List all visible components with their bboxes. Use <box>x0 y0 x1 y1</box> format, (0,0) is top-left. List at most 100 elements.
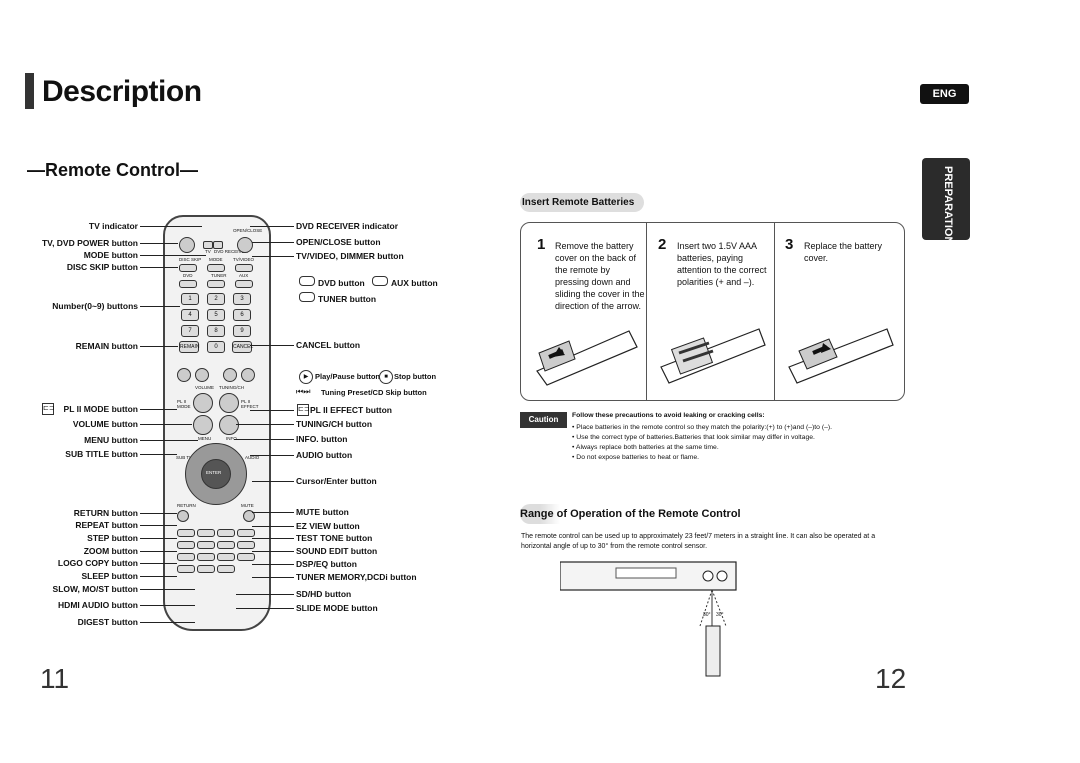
cancel-key: CANCEL <box>232 341 253 353</box>
slide-mode-key <box>217 565 235 573</box>
section-tab: PREPARATION <box>922 158 970 244</box>
remote-label: CANCEL button <box>296 340 361 350</box>
remote-label: PL II EFFECT button <box>310 405 392 415</box>
leader-line <box>252 481 294 482</box>
remain-key: REMAIN <box>179 341 199 353</box>
step-number: 1 <box>537 236 546 253</box>
divider <box>774 223 775 400</box>
step-key <box>237 529 255 537</box>
hdmi-audio-key <box>197 565 215 573</box>
leader-line <box>140 454 177 455</box>
remote-label: EZ VIEW button <box>296 521 360 531</box>
tuning-up-icon <box>219 393 239 413</box>
stop-icon <box>195 368 209 382</box>
leader-line <box>252 564 294 565</box>
mute-key-label: MUTE <box>241 503 254 508</box>
info-key-label: INFO <box>226 436 237 441</box>
angle-label-right: 30° <box>716 612 724 618</box>
tv-video-key-label: TV/VIDEO <box>233 257 255 262</box>
page-number-left: 11 <box>40 663 70 694</box>
digit-key: 9 <box>233 325 251 337</box>
remote-back-open-illustration <box>536 330 638 386</box>
leader-line <box>236 594 294 595</box>
play-pause-icon: ▶ <box>299 370 313 384</box>
language-badge: ENG <box>920 84 969 104</box>
dvd-receiver-key-label: DVD RECEIVER <box>214 249 248 254</box>
remote-label: OPEN/CLOSE button <box>296 237 381 247</box>
batteries-heading: Insert Remote Batteries <box>520 193 644 212</box>
leader-line <box>140 255 206 256</box>
menu-key-label: MENU <box>198 436 212 441</box>
leader-line <box>236 424 294 425</box>
mute-icon <box>243 510 255 522</box>
enter-key-label: ENTER <box>206 470 222 475</box>
volume-down-icon <box>193 415 213 435</box>
leader-line <box>140 424 192 425</box>
leader-line <box>140 267 178 268</box>
remote-label: TV, DVD POWER button <box>41 238 138 248</box>
tv-video-key <box>235 264 253 272</box>
return-key-label: RETURN <box>177 503 196 508</box>
return-icon <box>177 510 189 522</box>
digit-key: 6 <box>233 309 251 321</box>
cursor-ring <box>185 443 247 505</box>
remote-label: TV/VIDEO, DIMMER button <box>296 251 404 261</box>
remote-label: TUNING/CH button <box>296 419 373 429</box>
volume-up-icon <box>193 393 213 413</box>
page-number-right: 12 <box>875 663 907 694</box>
repeat-key <box>177 529 195 537</box>
open-close-key-label: OPEN/CLOSE <box>233 228 263 233</box>
remote-label: TV indicator <box>88 221 138 231</box>
remote-label: HDMI AUDIO button <box>58 600 138 610</box>
remote-label: SOUND EDIT button <box>296 546 378 556</box>
digit-key: 8 <box>207 325 225 337</box>
power-icon <box>179 237 195 253</box>
leader-line <box>140 622 195 623</box>
next-icon <box>241 368 255 382</box>
dolby-icon: ⊏⊐ <box>297 404 310 416</box>
leader-line <box>252 242 294 243</box>
stop-icon: ■ <box>379 370 393 384</box>
slow-key <box>197 541 215 549</box>
step-text: Remove the battery cover on the back of … <box>555 241 645 311</box>
dvd-button-icon <box>299 276 315 286</box>
digit-key: 1 <box>181 293 199 305</box>
sub-title-key-label: SUB TITLE <box>176 455 199 460</box>
caution-heading: Follow these precautions to avoid leakin… <box>572 412 765 419</box>
remote-label: Number(0~9) buttons <box>52 301 138 311</box>
remote-label: Play/Pause button <box>315 372 381 381</box>
remote-label: STEP button <box>87 533 138 543</box>
caution-bullet: • Use the correct type of batteries.Batt… <box>572 434 815 441</box>
leader-line <box>252 256 294 257</box>
leader-line <box>250 410 294 411</box>
dvd-key <box>179 280 197 288</box>
leader-line <box>252 577 294 578</box>
zero-key: 0 <box>207 341 225 353</box>
caution-label: Caution <box>520 412 567 428</box>
remote-batteries-illustration <box>660 328 766 384</box>
remote-label: SLOW, MO/ST button <box>52 584 138 594</box>
remote-label: VOLUME button <box>72 419 138 429</box>
leader-line <box>140 440 198 441</box>
leader-line <box>140 576 177 577</box>
remote-label: Cursor/Enter button <box>296 476 377 486</box>
audio-key-label: AUDIO <box>245 455 260 460</box>
leader-line <box>140 513 177 514</box>
remote-label: ZOOM button <box>83 546 138 556</box>
leader-line <box>250 455 294 456</box>
remote-label: Stop button <box>394 372 437 381</box>
leader-line <box>140 409 177 410</box>
tuner-key-label: TUNER <box>211 273 227 278</box>
dvd-receiver-indicator <box>213 241 223 249</box>
zoom-key <box>177 541 195 549</box>
angle-label-left: 30° <box>703 612 711 618</box>
enter-key <box>201 459 231 489</box>
caution-bullet: • Place batteries in the remote control … <box>572 424 833 431</box>
mode-key-label: MODE <box>209 257 223 262</box>
range-description: The remote control can be used up to app… <box>521 533 876 550</box>
leader-line <box>140 563 177 564</box>
dvd-key-label: DVD <box>183 273 193 278</box>
step-number: 2 <box>658 236 667 253</box>
remote-label: INFO. button <box>296 434 348 444</box>
skip-icon: ⏮⏭ <box>296 387 311 396</box>
